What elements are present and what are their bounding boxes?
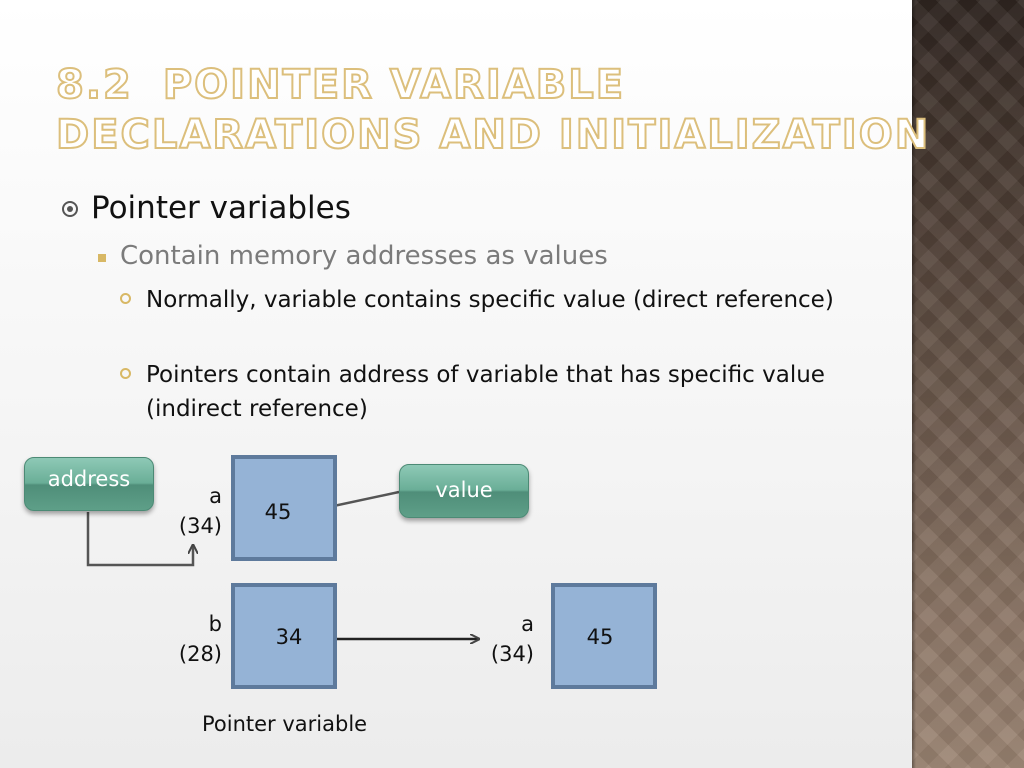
pointer-diagram: address value a (34) 45 b (28) 34 a (34)…: [24, 455, 912, 768]
side-strip-edge: [912, 0, 916, 768]
diagram-caption: Pointer variable: [202, 712, 368, 736]
variable-address: (34): [178, 514, 222, 538]
variable-b-label: b (28): [166, 609, 222, 669]
bullet-level3-text: Pointers contain address of variable tha…: [146, 362, 825, 422]
bullet-level1-text: Pointer variables: [91, 190, 351, 226]
variable-name: a: [521, 612, 534, 636]
decorative-side-strip: [912, 0, 1024, 768]
bullet-level2-text: Contain memory addresses as values: [120, 241, 608, 271]
memory-box-value: 34: [275, 625, 303, 649]
address-connector-arrow: [86, 512, 193, 567]
slide-title: 8.2 Pointer Variable Declarations and Ini…: [55, 60, 931, 160]
title-text-1: Pointer Variable: [162, 61, 626, 109]
variable-address: (34): [490, 642, 534, 666]
bullet-level3-text: Normally, variable contains specific val…: [146, 287, 834, 313]
variable-a-pointed-label: a (34): [478, 609, 534, 669]
side-strip-pattern: [912, 0, 1024, 768]
variable-address: (28): [178, 642, 222, 666]
memory-box-value: 45: [586, 625, 614, 649]
address-callout-label: address: [47, 467, 131, 491]
title-line-1: 8.2 Pointer Variable: [55, 60, 896, 110]
title-number: 8.2: [55, 61, 133, 109]
value-callout-label: value: [435, 478, 493, 502]
address-callout: address: [24, 457, 154, 511]
memory-box-b: 34: [231, 583, 337, 689]
title-line-2: Declarations and Initialization: [55, 111, 931, 159]
circle-bullet-icon: [120, 293, 131, 304]
radio-bullet-icon: [62, 201, 78, 217]
variable-name: a: [209, 484, 222, 508]
diagram-connectors: [86, 490, 912, 768]
memory-box-value: 45: [264, 500, 292, 524]
variable-name: b: [208, 612, 222, 636]
value-callout: value: [399, 464, 529, 518]
memory-box-a: 45: [231, 455, 337, 561]
square-bullet-icon: [98, 254, 106, 262]
circle-bullet-icon: [120, 368, 131, 379]
variable-a-label: a (34): [166, 481, 222, 541]
memory-box-a-pointed: 45: [551, 583, 657, 689]
